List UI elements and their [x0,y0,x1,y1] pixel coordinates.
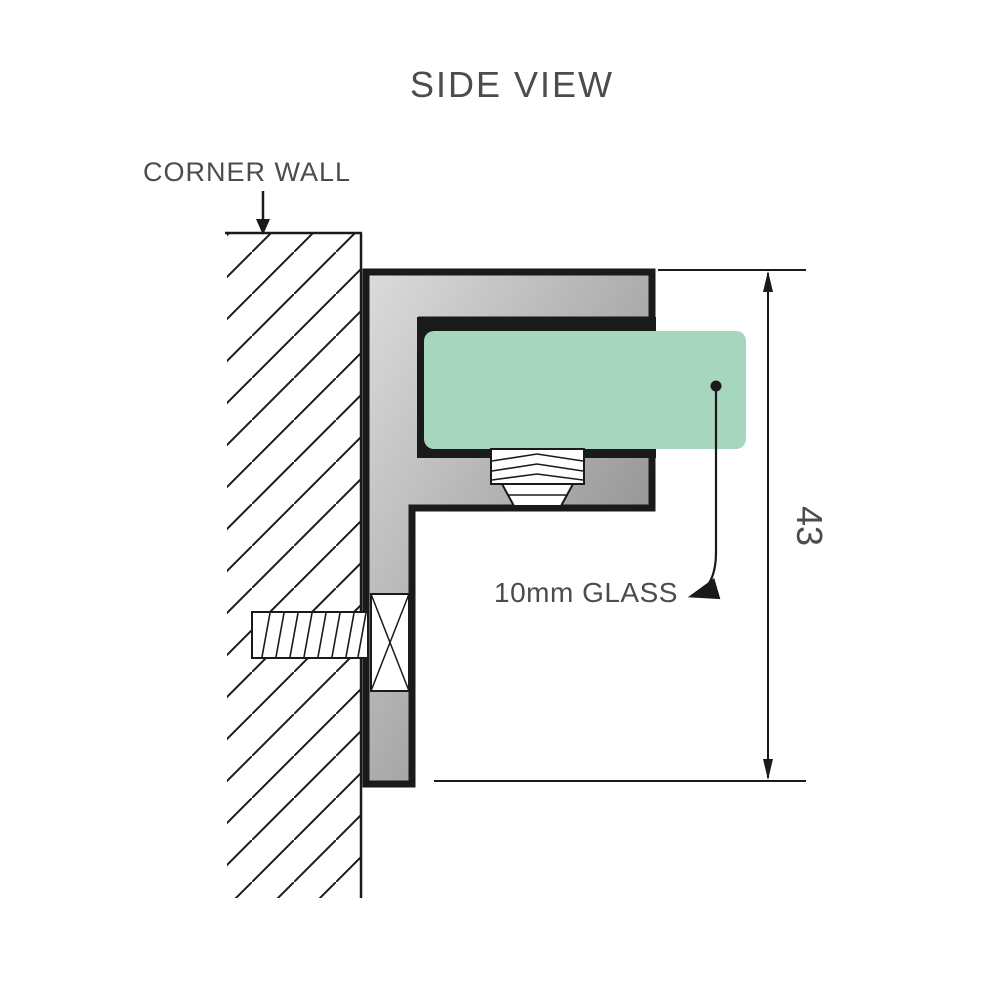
wall-screw [251,593,410,692]
wall-hatching [227,234,361,898]
grub-screw-threads [491,453,584,481]
dimension-annotation: 43 [434,269,830,782]
page-title: SIDE VIEW [410,64,614,105]
screw-threads [261,612,367,658]
dimension-arrow-bottom-icon [763,759,773,780]
screw-head-cross-lines [370,593,410,692]
dimension-arrow-top-icon [763,271,773,292]
dimension-value: 43 [789,506,830,546]
glass-callout: 10mm GLASS [494,380,722,608]
grub-screw [490,448,585,507]
glass-callout-dot [710,380,722,392]
glass-callout-leader [687,391,721,600]
glass-panel [424,331,746,449]
glass-label: 10mm GLASS [494,577,678,608]
corner-wall-label: CORNER WALL [143,157,351,187]
corner-wall-arrowhead-icon [256,219,270,235]
